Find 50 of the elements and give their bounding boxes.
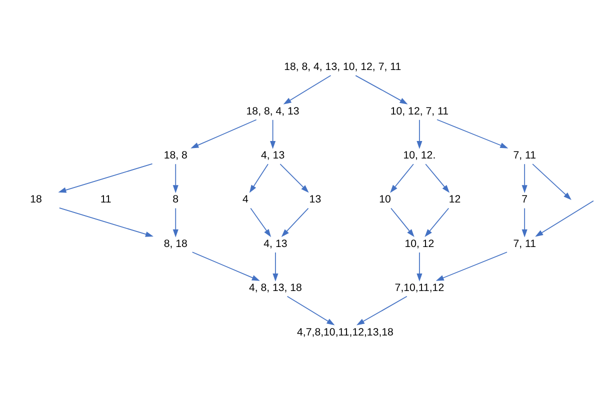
- arrow: [535, 200, 594, 237]
- arrow: [424, 208, 450, 237]
- node-text: 18, 8, 4, 13: [246, 105, 300, 118]
- arrow: [390, 164, 414, 193]
- arrow: [58, 163, 153, 193]
- arrow: [416, 119, 422, 149]
- arrow: [283, 75, 332, 104]
- arrow: [532, 164, 572, 200]
- arrow: [249, 164, 268, 193]
- arrow: [390, 208, 414, 238]
- arrow: [425, 164, 450, 193]
- arrow: [190, 119, 257, 148]
- node-text: 4, 8, 13, 18: [248, 282, 302, 294]
- arrow: [172, 164, 178, 194]
- node-text: 12: [448, 194, 461, 206]
- arrow: [280, 164, 309, 193]
- node-text: 4,7,8,10,11,12,13,18: [297, 326, 394, 338]
- arrow: [192, 252, 260, 281]
- arrow: [436, 252, 508, 281]
- arrow: [436, 119, 508, 148]
- node-text: 4, 13: [264, 238, 288, 250]
- node-text: 8, 18: [164, 238, 188, 250]
- node-text: 7, 11: [513, 150, 536, 162]
- arrow: [281, 208, 309, 237]
- label: 11: [100, 194, 112, 206]
- node-text: 18: [30, 194, 42, 206]
- arrow: [58, 208, 154, 237]
- arrow: [250, 208, 272, 238]
- arrow: [286, 296, 335, 326]
- node-text: 8: [172, 194, 179, 206]
- arrow: [416, 252, 422, 282]
- node-text: 13: [309, 194, 322, 206]
- arrow: [356, 296, 408, 326]
- node-text: 10, 12.: [403, 150, 436, 162]
- node-text: 4: [242, 194, 248, 206]
- arrow: [272, 252, 278, 282]
- node-text: 7, 11: [513, 238, 536, 250]
- node-text: 7: [522, 194, 528, 206]
- node-text: 10, 12: [404, 238, 434, 250]
- arrow: [172, 208, 178, 238]
- arrow: [355, 75, 408, 104]
- node-text: 10, 12, 7, 11: [390, 105, 449, 118]
- node-text: 10: [379, 194, 391, 206]
- node-text: 18, 8, 4, 13, 10, 12, 7, 11: [284, 61, 402, 74]
- node-text: 7,10,11,12: [394, 282, 444, 294]
- arrow: [522, 164, 528, 194]
- arrow: [270, 119, 276, 149]
- node-text: 18, 8: [164, 150, 188, 162]
- node-text: 4, 13: [261, 150, 285, 162]
- arrow: [522, 208, 528, 238]
